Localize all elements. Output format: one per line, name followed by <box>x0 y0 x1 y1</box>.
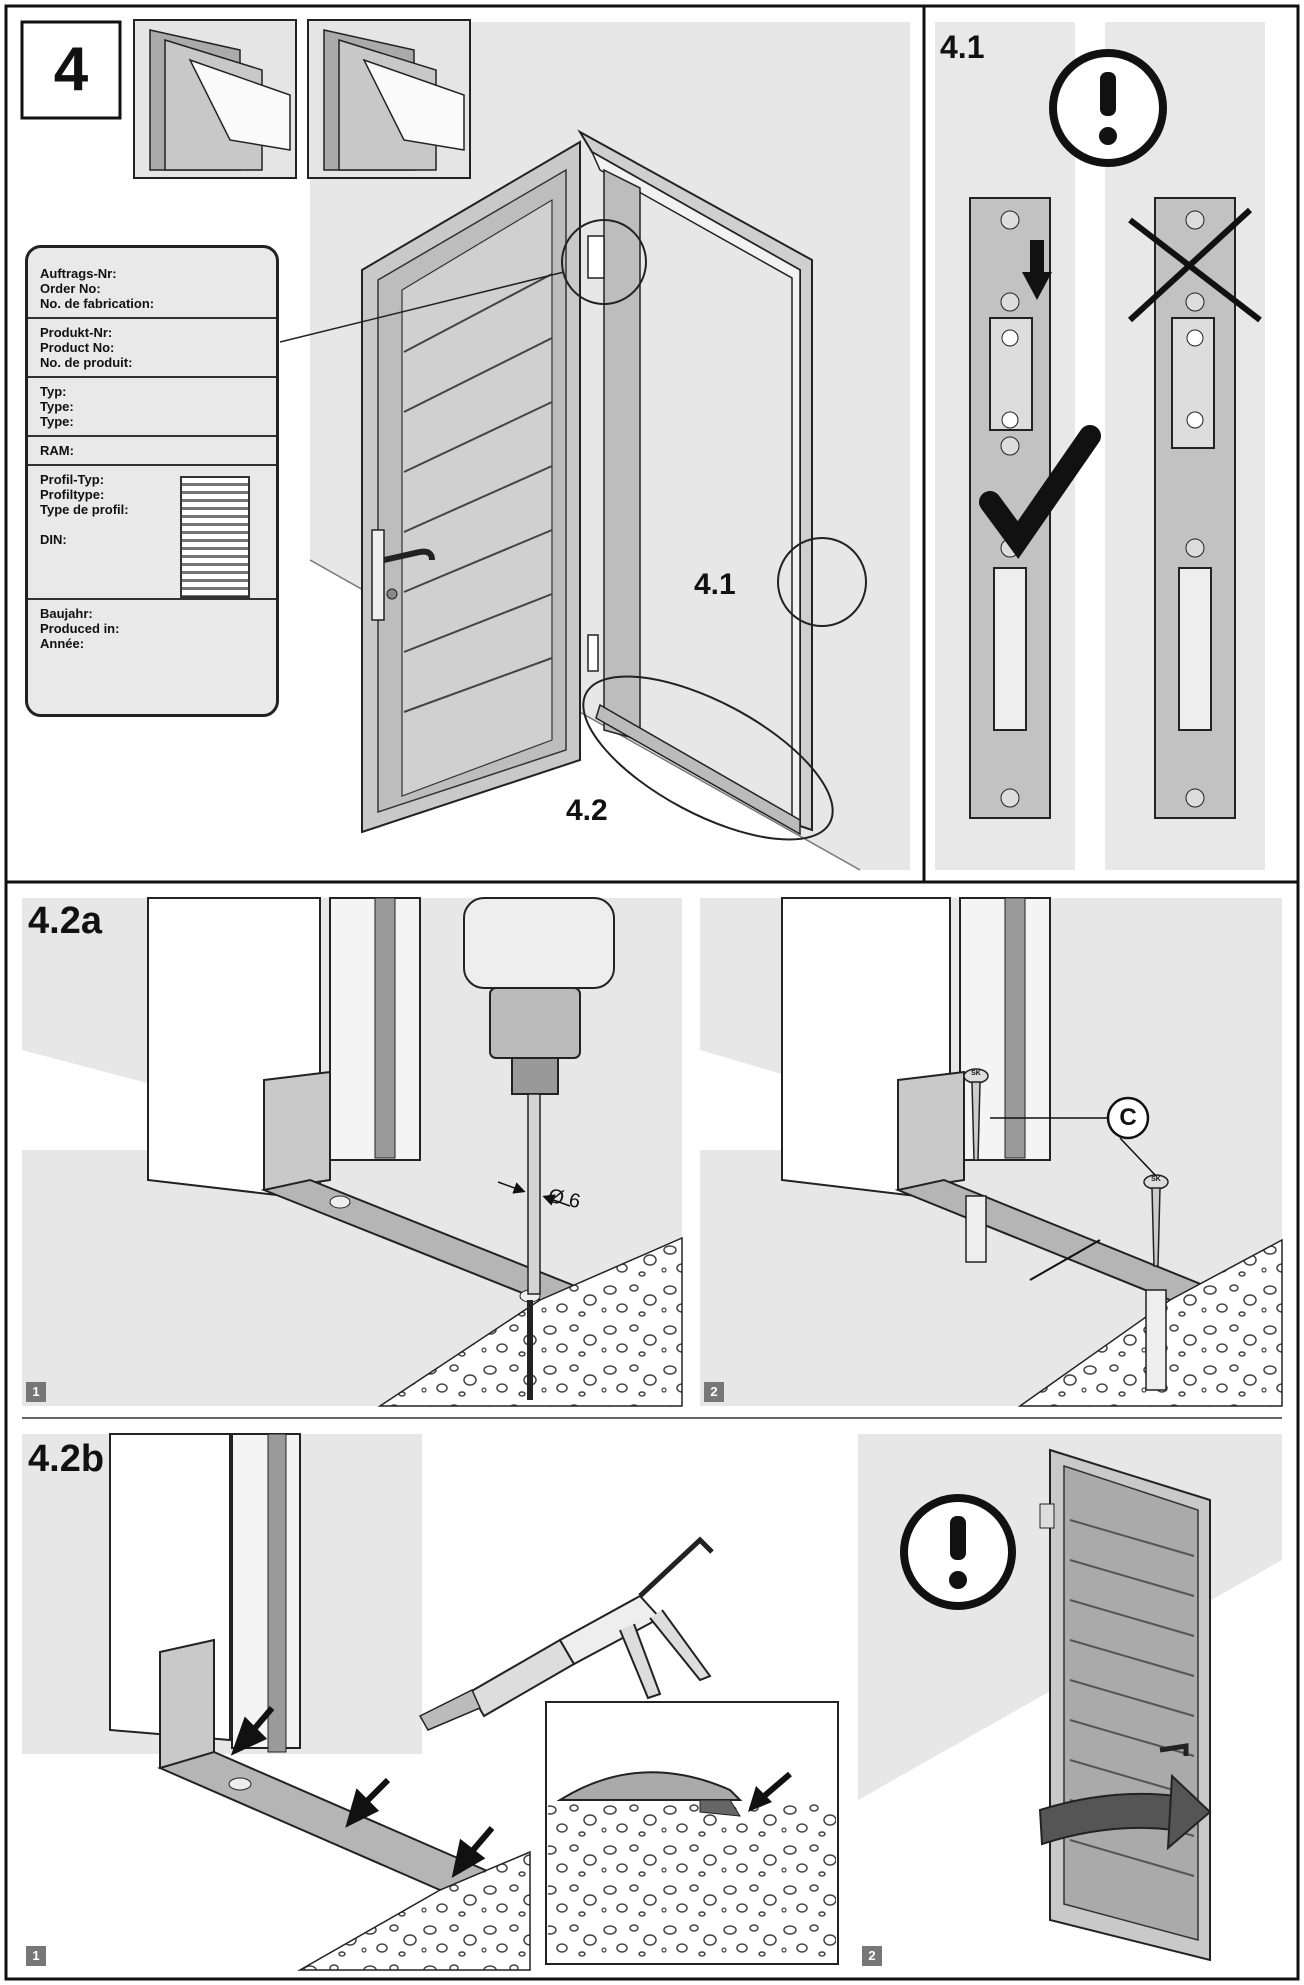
plate-year-de: Baujahr: <box>40 606 93 621</box>
plate-year-en: Produced in: <box>40 621 120 636</box>
plate-order-fr: No. de fabrication: <box>40 296 155 311</box>
plate-product-en: Product No: <box>40 340 115 355</box>
door-swing-arrow-icon <box>1038 1773 1212 1851</box>
plate-din: DIN: <box>40 532 67 547</box>
warning-icon <box>900 1494 1016 1610</box>
step-label-4-2a: 4.2a <box>28 900 102 942</box>
screwing-scene <box>700 897 1283 1407</box>
plate-profile-en: Profiltype: <box>40 487 105 502</box>
drill-icon <box>463 897 615 1295</box>
profile-barcode-icon <box>180 476 250 598</box>
plate-profile-group: Profil-Typ: Profiltype: Type de profil: … <box>28 466 276 600</box>
plate-order-group: Auftrags-Nr: Order No: No. de fabricatio… <box>28 248 276 319</box>
plate-type-de: Typ: <box>40 384 67 399</box>
screw <box>1143 1174 1169 1391</box>
callout-4-1: 4.1 <box>694 568 736 601</box>
screw <box>963 1068 989 1263</box>
plate-year-fr: Année: <box>40 636 85 651</box>
step-label-4-2b: 4.2b <box>28 1438 105 1480</box>
plate-ram: RAM: <box>40 443 74 458</box>
overview-scene <box>279 22 910 871</box>
plate-product-fr: No. de produit: <box>40 355 133 370</box>
arrow-down-icon <box>1022 240 1052 300</box>
arrow-icon <box>230 1706 495 1879</box>
plate-profile-de: Profil-Typ: <box>40 472 105 487</box>
step-number-box <box>20 20 122 120</box>
substep-number: 2 <box>862 1946 882 1966</box>
plate-type-fr: Type: <box>40 414 74 429</box>
profile-thumbnail-2 <box>307 19 471 179</box>
plate-product-de: Produkt-Nr: <box>40 325 113 340</box>
plate-profile-fr: Type de profil: <box>40 502 129 517</box>
substep-number: 1 <box>26 1382 46 1402</box>
type-plate: Auftrags-Nr: Order No: No. de fabricatio… <box>25 245 279 717</box>
plate-order-en: Order No: <box>40 281 101 296</box>
screw-head-mark: SK <box>971 1070 981 1077</box>
plate-ram-group: RAM: <box>28 437 276 466</box>
profile-thumbnail-1 <box>133 19 297 179</box>
substep-number: 1 <box>26 1946 46 1966</box>
step-label-4-1: 4.1 <box>940 29 985 65</box>
checkmark-icon <box>979 425 1101 559</box>
main-step-number: 4 <box>53 35 89 104</box>
substep-number: 2 <box>704 1382 724 1402</box>
plate-type-group: Typ: Type: Type: <box>28 378 276 437</box>
plate-order-de: Auftrags-Nr: <box>40 266 117 281</box>
callout-4-2: 4.2 <box>566 794 608 827</box>
sealing-scene <box>22 1433 842 1971</box>
plate-year-group: Baujahr: Produced in: Année: <box>28 600 276 657</box>
cross-icon <box>1127 207 1262 323</box>
warning-icon <box>1049 49 1167 167</box>
caulk-gun-icon <box>418 1536 714 1731</box>
screw-label-c: C <box>1119 1104 1137 1131</box>
plate-type-en: Type: <box>40 399 74 414</box>
screw-head-mark: SK <box>1151 1176 1161 1183</box>
plate-product-group: Produkt-Nr: Product No: No. de produit: <box>28 319 276 378</box>
